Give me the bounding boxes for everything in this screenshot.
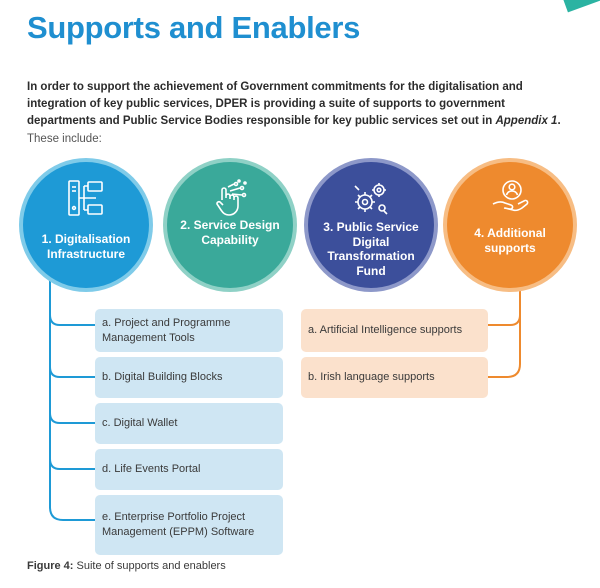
connector-branch-a xyxy=(49,314,95,326)
infrastructure-item-e-text: e. Enterprise Portfolio Project Manageme… xyxy=(102,511,255,538)
figure-caption-label: Figure 4: xyxy=(27,560,74,572)
service-design-circle: 2. Service Design Capability xyxy=(167,162,293,288)
additional-item-a-text: a. Artificial Intelligence supports xyxy=(308,324,463,336)
hand-person-icon xyxy=(492,180,529,212)
infrastructure-item-c: c. Digital Wallet xyxy=(95,403,283,444)
corner-accent xyxy=(562,0,600,13)
server-network-icon xyxy=(68,180,103,216)
appendix-reference: Appendix 1 xyxy=(495,115,558,127)
figure-caption: Figure 4: Suite of supports and enablers xyxy=(27,560,226,572)
figure-caption-text: Suite of supports and enablers xyxy=(73,560,226,572)
connector-branch-ai xyxy=(488,314,521,326)
intro-text: In order to support the achievement of G… xyxy=(27,81,523,127)
infrastructure-item-a-text: a. Project and Programme Management Tool… xyxy=(102,316,231,344)
additional-supports-circle: 4. Additional supports xyxy=(447,162,573,288)
infrastructure-item-b: b. Digital Building Blocks xyxy=(95,357,283,398)
connector-trunk-left xyxy=(49,275,95,521)
infrastructure-item-a: a. Project and Programme Management Tool… xyxy=(95,309,283,352)
gears-icon xyxy=(354,183,388,215)
infrastructure-item-b-text: b. Digital Building Blocks xyxy=(102,371,223,383)
connector-trunk-right xyxy=(488,275,521,378)
page-title: Supports and Enablers xyxy=(27,10,361,45)
circle-2-label: 2. Service Design Capability xyxy=(180,218,280,247)
digitalisation-infrastructure-circle: 1. Digitalisation Infrastructure xyxy=(23,162,149,288)
transformation-fund-circle: 3. Public Service Digital Transformation… xyxy=(308,162,434,288)
additional-item-b-text: b. Irish language supports xyxy=(308,371,435,383)
infrastructure-item-d-text: d. Life Events Portal xyxy=(102,463,201,475)
circle-4-label: 4. Additional supports xyxy=(474,226,546,255)
these-include-text: These include: xyxy=(27,133,102,145)
additional-item-a: a. Artificial Intelligence supports xyxy=(301,309,488,352)
circle-3-label: 3. Public Service Digital Transformation… xyxy=(323,220,419,278)
circle-1-label: 1. Digitalisation Infrastructure xyxy=(41,232,131,261)
connector-branch-c xyxy=(49,412,95,424)
connector-branch-d xyxy=(49,458,95,470)
additional-item-b: b. Irish language supports xyxy=(301,357,488,398)
connector-branch-b xyxy=(49,366,95,378)
infrastructure-item-d: d. Life Events Portal xyxy=(95,449,283,490)
infrastructure-item-c-text: c. Digital Wallet xyxy=(102,417,178,429)
intro-paragraph: In order to support the achievement of G… xyxy=(27,79,574,130)
touch-hand-icon xyxy=(216,179,247,216)
intro-end: . xyxy=(557,115,561,127)
infrastructure-item-e: e. Enterprise Portfolio Project Manageme… xyxy=(95,495,283,555)
